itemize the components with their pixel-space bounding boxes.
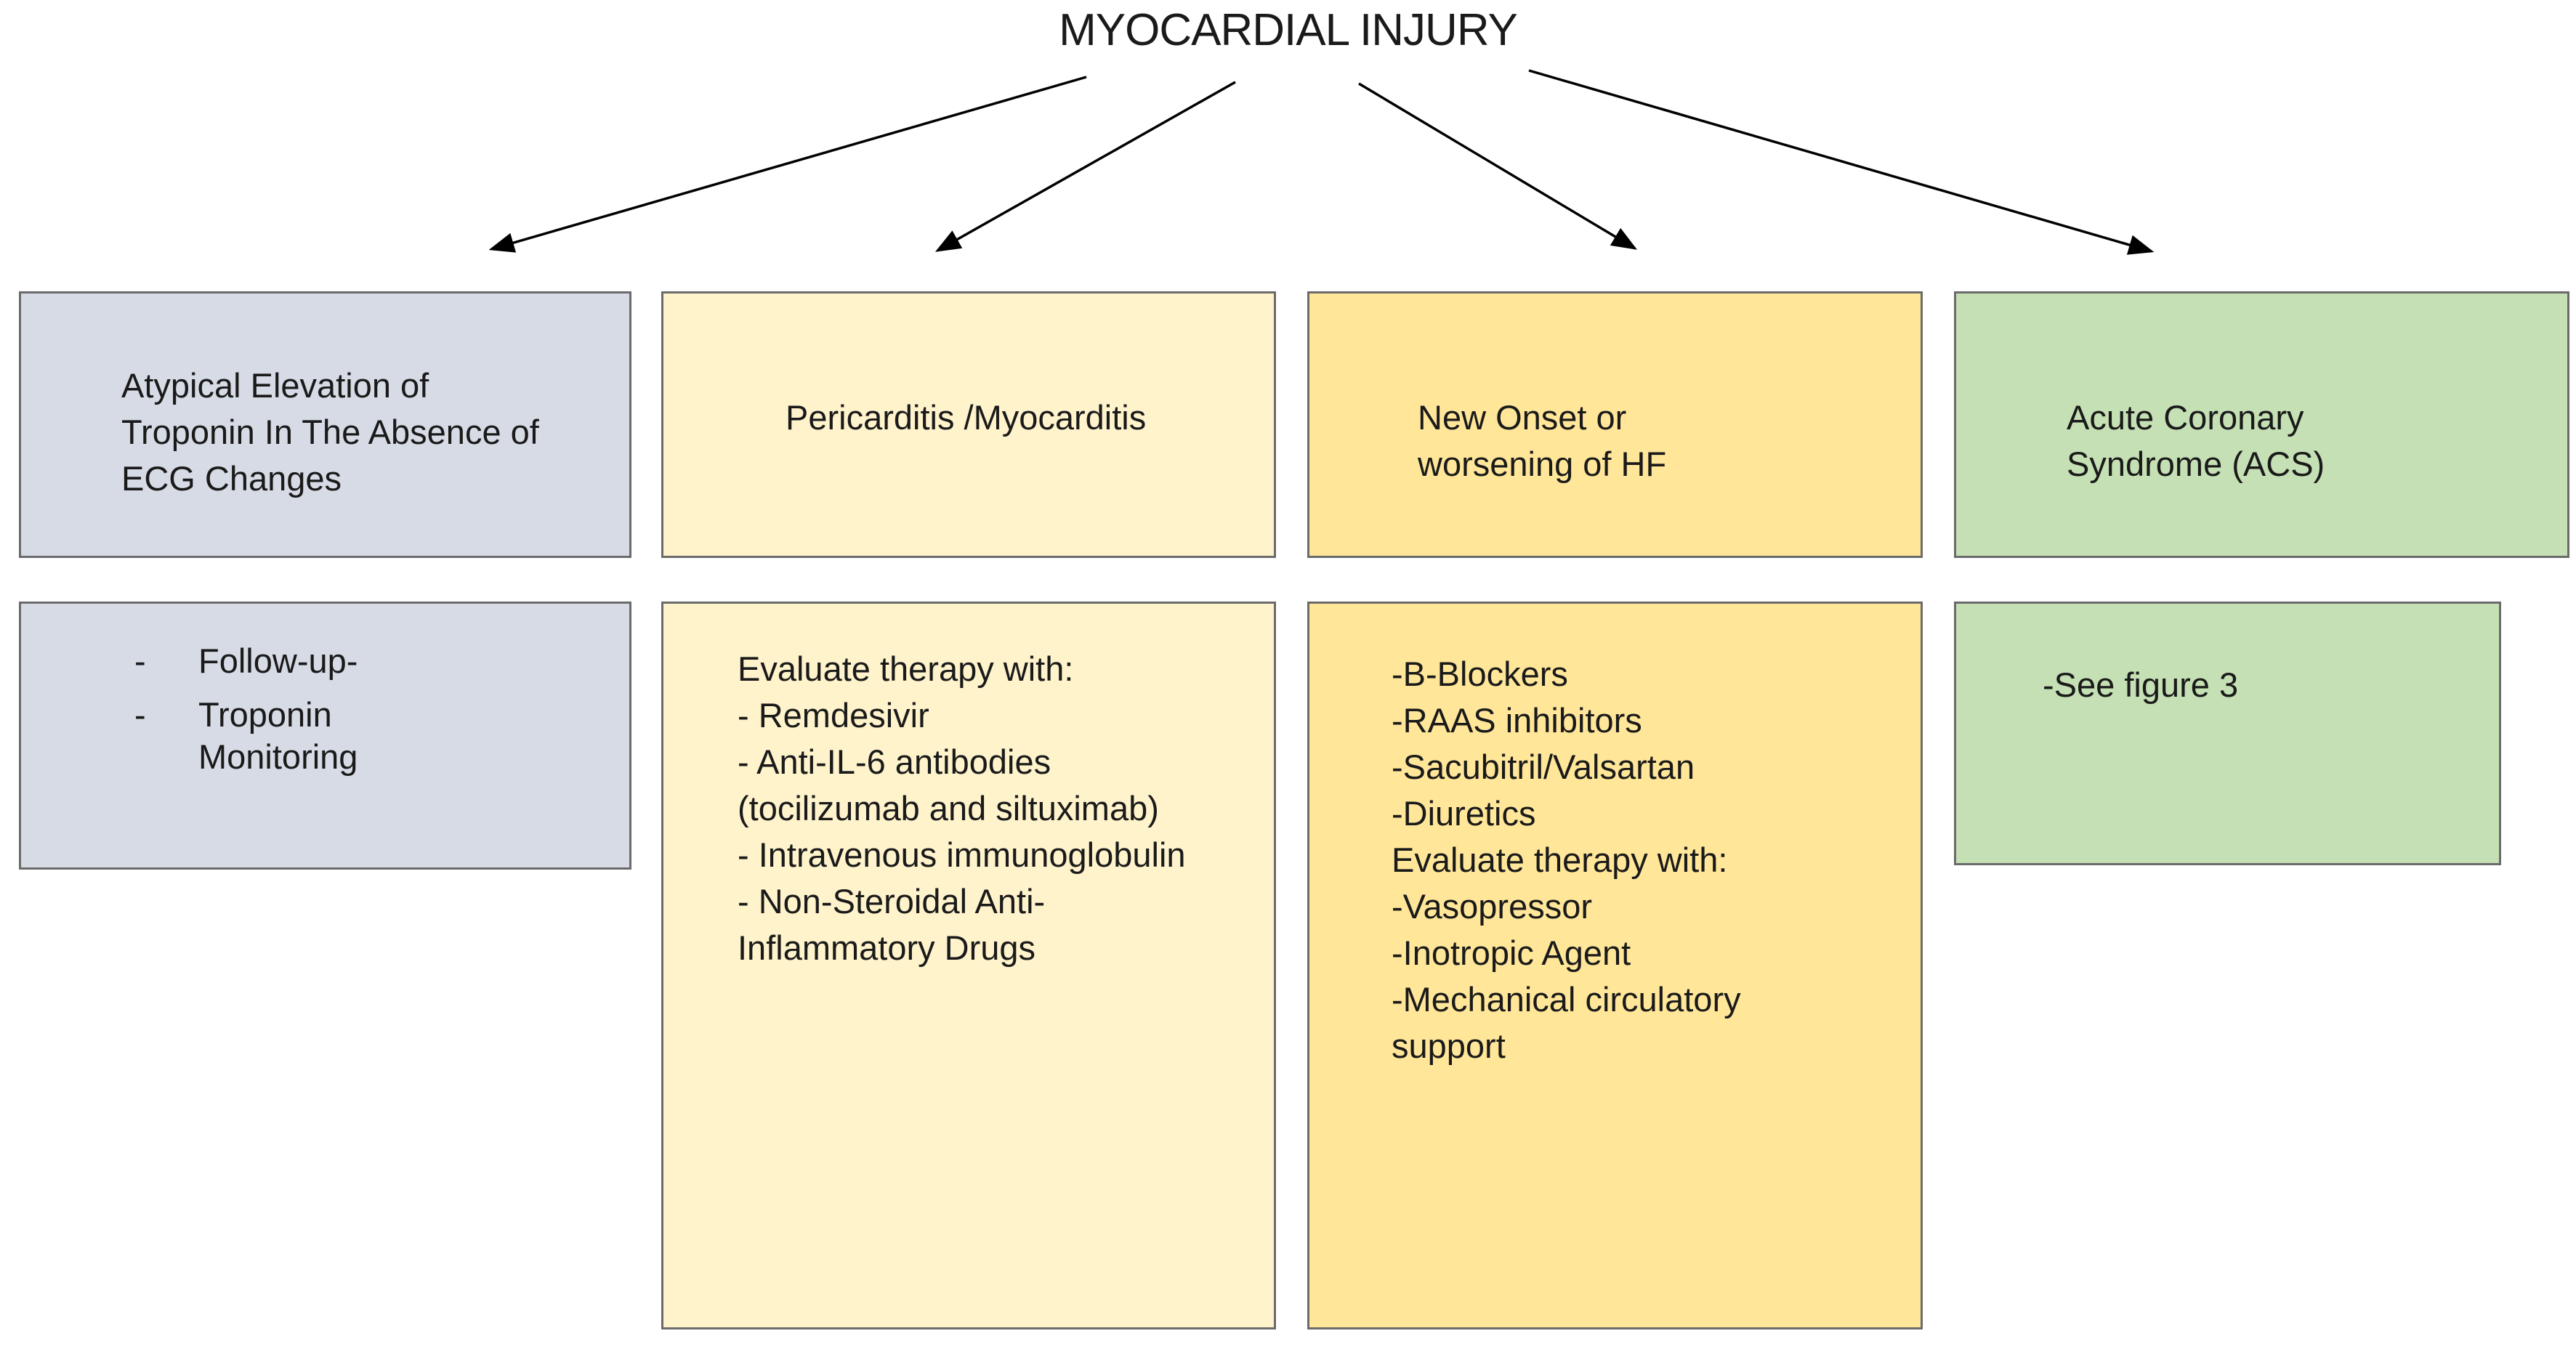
management-box-acs: -See figure 3 (1954, 602, 2501, 865)
connector-arrows (488, 69, 2155, 255)
category-box-troponin: Atypical Elevation of Troponin In The Ab… (19, 291, 631, 558)
category-box-acs: Acute Coronary Syndrome (ACS) (1954, 291, 2569, 558)
list-item: Follow-up- (134, 640, 358, 682)
management-box-heart-failure: -B-Blockers -RAAS inhibitors -Sacubitril… (1307, 602, 1923, 1329)
category-text-heart-failure: New Onset or worsening of HF (1418, 398, 1667, 483)
category-text-troponin: Atypical Elevation of Troponin In The Ab… (121, 366, 539, 498)
arrow-to-hf-box (1358, 82, 1638, 250)
arrow-to-acs-box (1528, 69, 2155, 255)
diagram-title: MYOCARDIAL INJURY (1059, 5, 1518, 55)
arrow-to-pericarditis-box (934, 81, 1236, 252)
category-box-heart-failure: New Onset or worsening of HF (1307, 291, 1923, 558)
category-box-pericarditis: Pericarditis /Myocarditis (661, 291, 1276, 558)
management-text-acs: -See figure 3 (2043, 665, 2239, 704)
category-text-acs: Acute Coronary Syndrome (ACS) (2067, 398, 2325, 483)
management-text-heart-failure: -B-Blockers -RAAS inhibitors -Sacubitril… (1392, 655, 1741, 1065)
management-text-pericarditis: Evaluate therapy with: - Remdesivir - An… (738, 649, 1186, 967)
arrow-to-troponin-box (488, 76, 1087, 253)
category-text-pericarditis: Pericarditis /Myocarditis (786, 398, 1147, 437)
management-box-pericarditis: Evaluate therapy with: - Remdesivir - An… (661, 602, 1276, 1329)
